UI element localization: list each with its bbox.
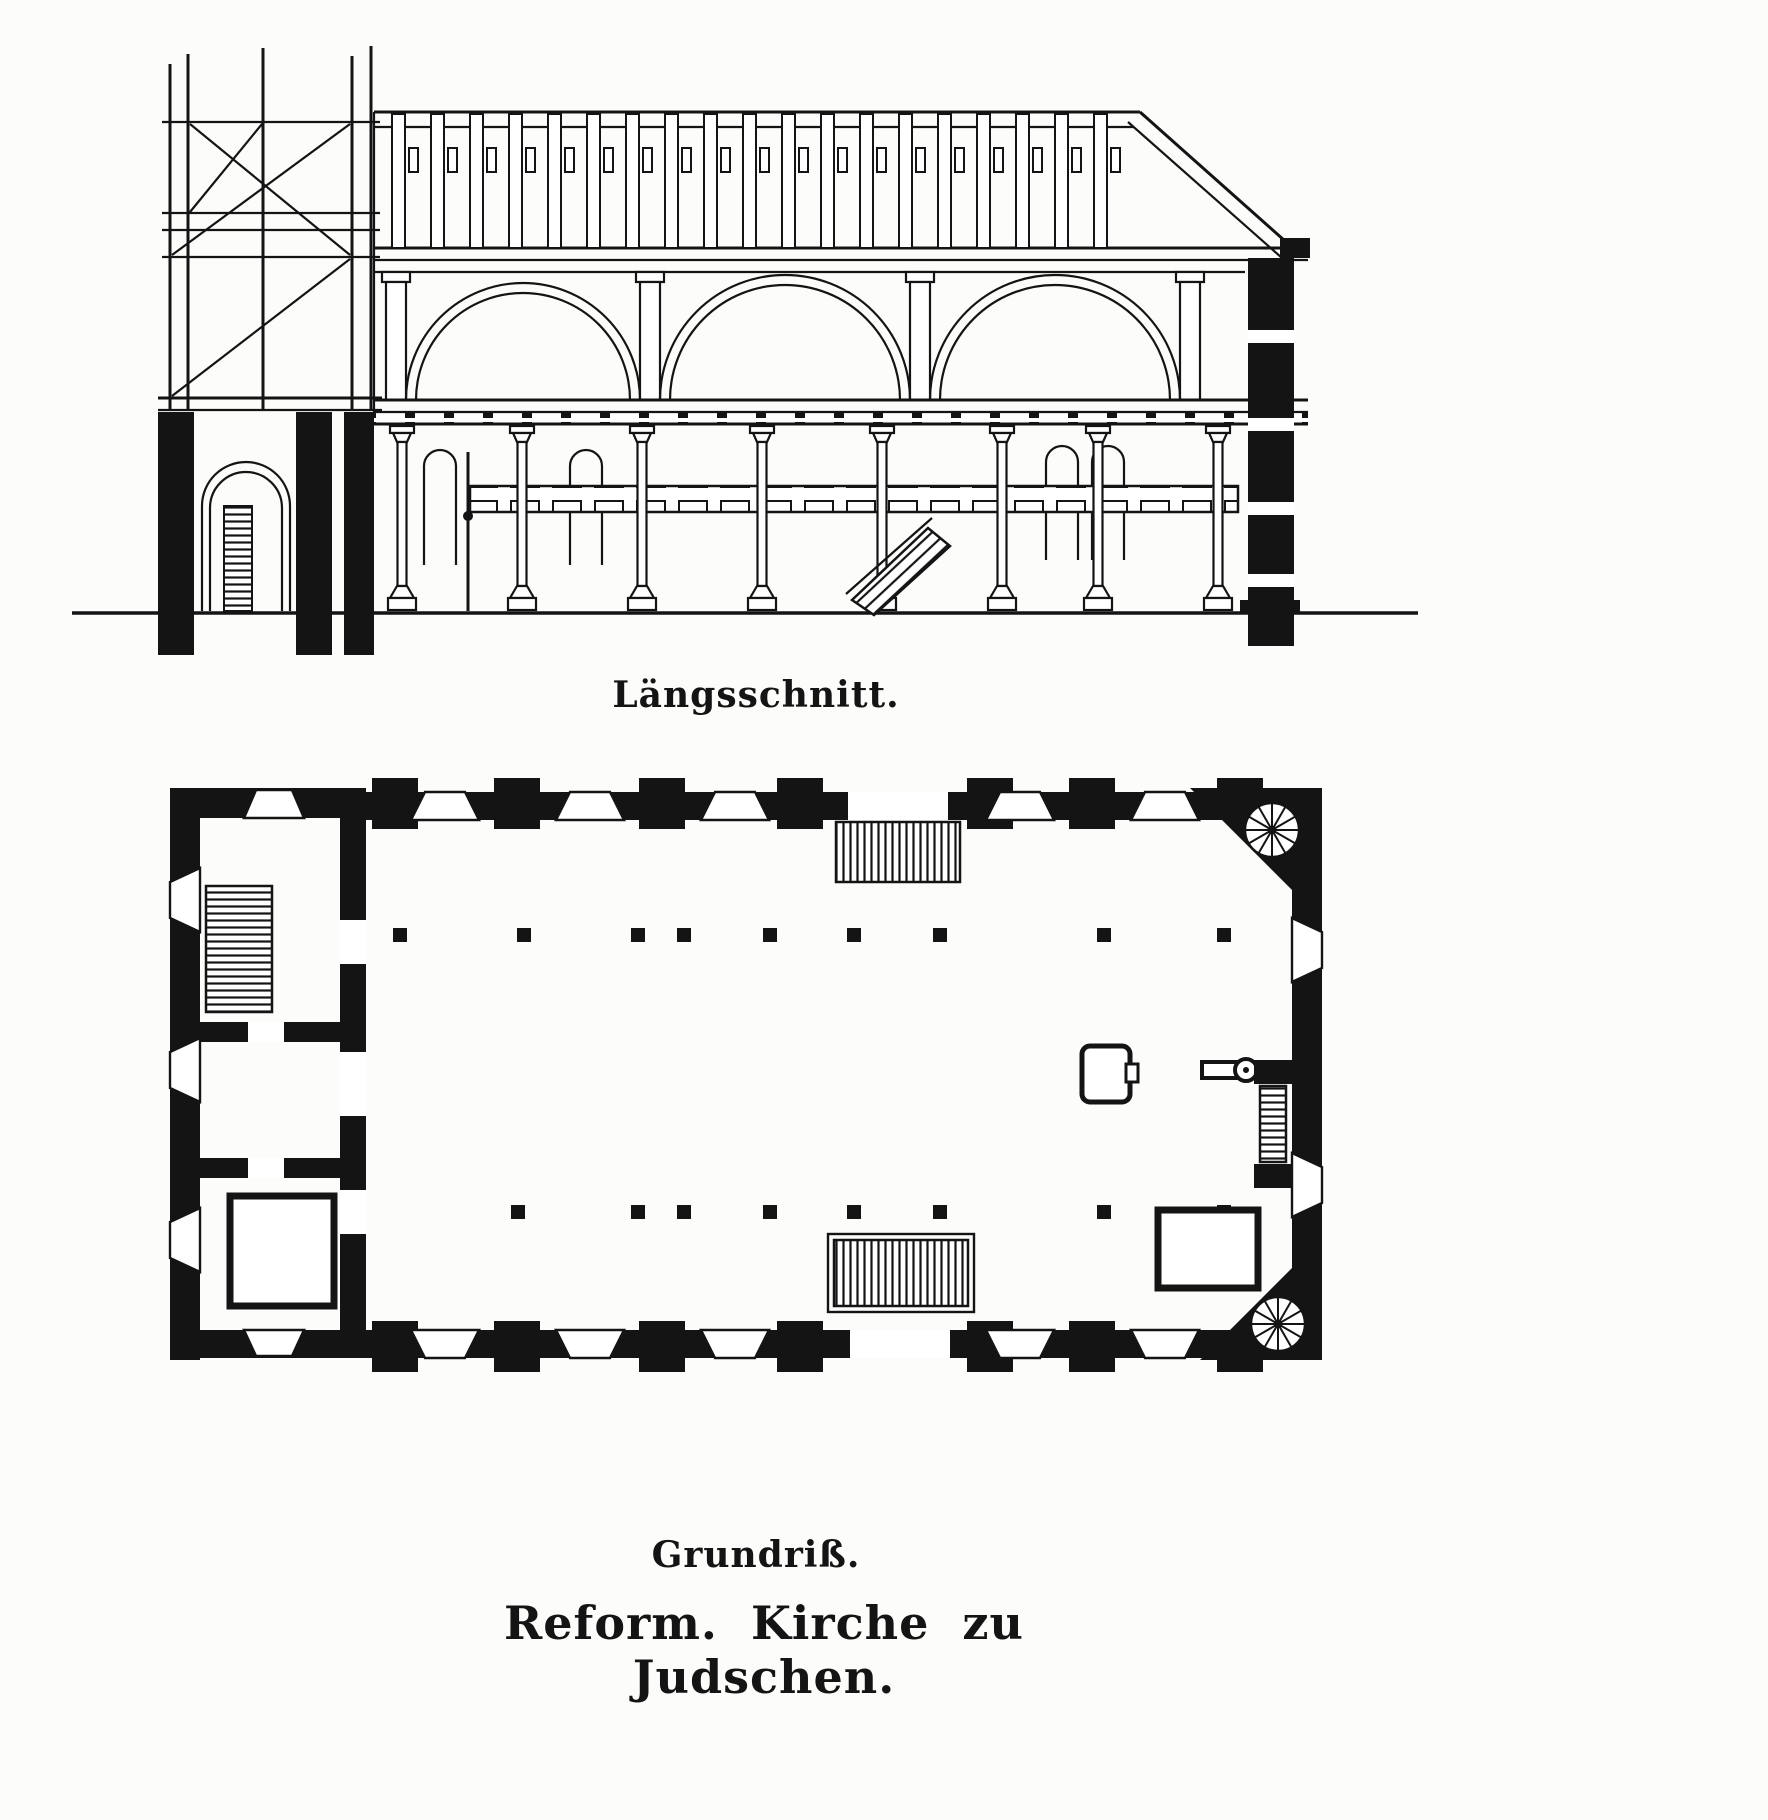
plan-caption: Grundriß. [651,1534,861,1576]
gallery-arcade [372,258,1245,424]
spiral-stair-icon [1243,801,1301,859]
drawing-title: Reform. Kirche zu Judschen. [504,1596,1024,1704]
wall-niche [422,448,458,565]
tower-stair-plan [204,884,274,1014]
entrance-stair-south [832,1238,970,1308]
gallery-stair [850,526,952,617]
wall-niche [1044,444,1080,560]
tower-masonry [158,412,374,655]
plan-furnishings [1079,1043,1292,1292]
gallery-floor [374,398,1308,426]
tower-stair [223,505,253,612]
tower-door-arch [200,460,292,611]
pulpit [1200,1060,1240,1080]
section-right-wall [1240,238,1310,646]
pilaster-tabs [372,778,1263,1372]
entrance-stair-north [834,820,962,884]
roof-structure [372,110,1308,262]
tower-scaffold [158,46,382,412]
wall-stair [1258,1084,1288,1164]
plan-figure [168,778,1324,1372]
ground-floor [386,424,1240,617]
tower-room [226,1192,338,1310]
spiral-stair-icon [1249,1295,1307,1353]
wall-niche [568,448,604,565]
section-caption: Längsschnitt. [612,674,900,716]
section-figure [72,46,1418,655]
plan-tower-interior [200,818,366,1332]
plan-windows [168,788,1324,1360]
sacristy-room [1154,1206,1262,1292]
pew-band [468,484,1240,514]
altar [1079,1043,1133,1105]
